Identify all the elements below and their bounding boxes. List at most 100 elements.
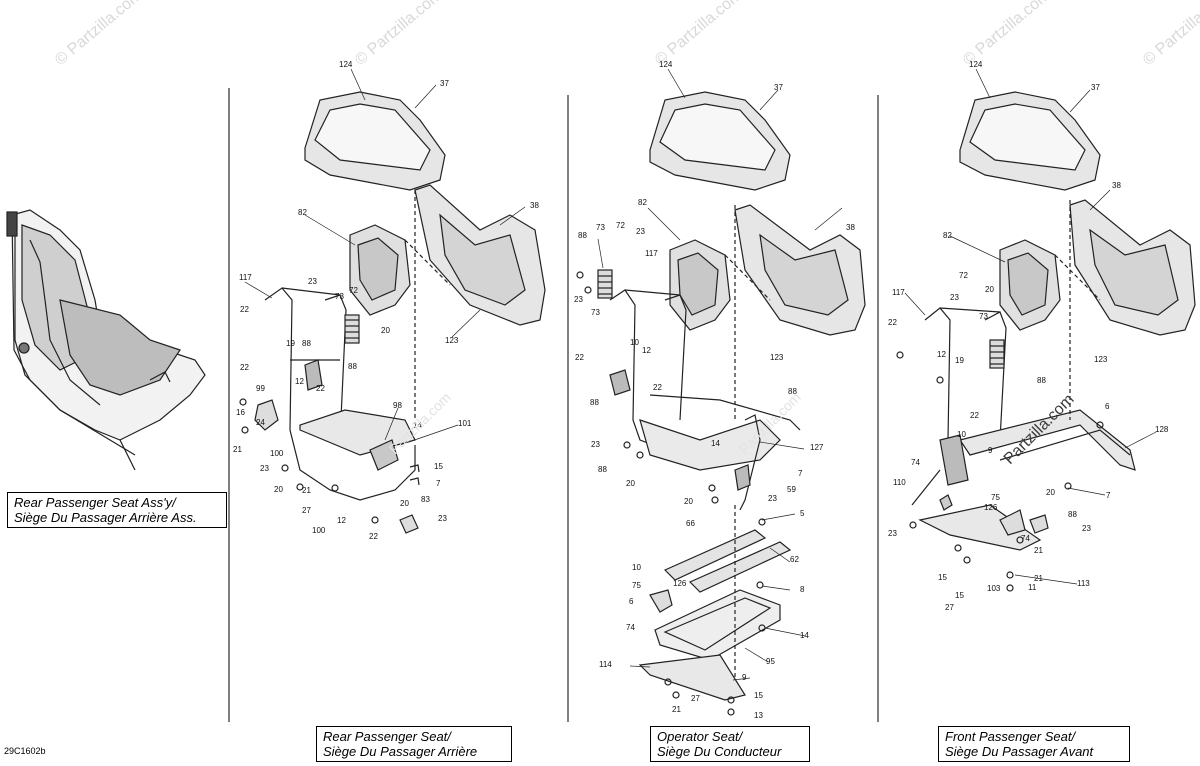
part-number-label: 23 (308, 277, 317, 286)
part-number-label: 74 (1021, 534, 1030, 543)
part-number-label: 23 (438, 514, 447, 523)
part-number-label: 101 (458, 419, 472, 428)
part-number-label: 124 (659, 60, 673, 69)
part-number-label: 74 (911, 458, 920, 467)
part-number-label: 37 (774, 83, 783, 92)
part-number-label: 10 (630, 338, 639, 347)
part-number-label: 11 (1028, 583, 1037, 592)
part-number-label: 7 (798, 469, 803, 478)
part-number-label: 22 (575, 353, 584, 362)
caption-line: Siège Du Passager Avant (945, 744, 1094, 759)
part-number-label: 21 (1034, 546, 1043, 555)
part-number-label: 128 (1155, 425, 1169, 434)
part-number-label: 27 (945, 603, 954, 612)
part-number-label: 15 (434, 462, 443, 471)
part-number-label: 88 (1068, 510, 1077, 519)
part-number-label: 27 (302, 506, 311, 515)
part-number-label: 23 (1082, 524, 1091, 533)
part-number-label: 127 (810, 443, 824, 452)
part-number-label: 22 (653, 383, 662, 392)
part-number-label: 12 (337, 516, 346, 525)
part-number-label: 123 (1094, 355, 1108, 364)
part-number-label: 22 (240, 305, 249, 314)
part-number-label: 59 (787, 485, 796, 494)
part-number-label: 88 (1037, 376, 1046, 385)
part-number-label: 72 (959, 271, 968, 280)
part-number-label: 66 (686, 519, 695, 528)
part-number-label: 9 (742, 673, 747, 682)
part-number-label: 21 (233, 445, 242, 454)
part-number-label: 23 (768, 494, 777, 503)
part-number-label: 126 (673, 579, 687, 588)
part-number-label: 72 (616, 221, 625, 230)
part-number-label: 23 (888, 529, 897, 538)
part-number-label: 22 (316, 384, 325, 393)
part-number-label: 88 (590, 398, 599, 407)
part-number-label: 15 (754, 691, 763, 700)
part-number-label: 20 (684, 497, 693, 506)
rear-seat-exploded (239, 91, 546, 534)
part-number-label: 88 (302, 339, 311, 348)
caption-line: Operator Seat/ (657, 729, 743, 744)
part-number-label: 23 (636, 227, 645, 236)
caption-rear-assembly: Rear Passenger Seat Ass'y/ Siège Du Pass… (7, 492, 227, 528)
part-number-label: 117 (892, 288, 905, 297)
part-number-label: 15 (955, 591, 964, 600)
part-number-label: 88 (348, 362, 357, 371)
part-number-label: 19 (955, 356, 964, 365)
part-number-label: 14 (711, 439, 720, 448)
part-number-label: 124 (339, 60, 353, 69)
part-number-label: 124 (969, 60, 983, 69)
part-number-label: 20 (400, 499, 409, 508)
part-number-label: 123 (445, 336, 459, 345)
part-number-label: 37 (440, 79, 449, 88)
part-number-label: 74 (626, 623, 635, 632)
part-number-label: 8 (800, 585, 805, 594)
part-number-label: 38 (530, 201, 539, 210)
part-number-label: 27 (691, 694, 700, 703)
part-number-label: 20 (985, 285, 994, 294)
part-number-label: 20 (274, 485, 283, 494)
part-number-label: 75 (991, 493, 1000, 502)
rear-seat-assembly-illustration (6, 209, 206, 471)
part-number-label: 5 (800, 509, 805, 518)
part-number-label: 62 (790, 555, 799, 564)
part-number-label: 23 (591, 440, 600, 449)
caption-line: Front Passenger Seat/ (945, 729, 1076, 744)
part-number-label: 38 (846, 223, 855, 232)
part-number-label: 95 (766, 657, 775, 666)
part-number-label: 21 (672, 705, 681, 714)
part-number-label: 37 (1091, 83, 1100, 92)
part-number-label: 15 (938, 573, 947, 582)
part-number-label: 82 (298, 208, 307, 217)
part-number-label: 24 (256, 418, 265, 427)
part-number-label: 113 (1077, 579, 1090, 588)
part-number-label: 12 (937, 350, 946, 359)
part-number-label: 73 (979, 312, 988, 321)
drawing-code: 29C1602b (4, 746, 46, 756)
part-number-label: 12 (642, 346, 651, 355)
part-number-label: 16 (236, 408, 245, 417)
part-number-label: 22 (369, 532, 378, 541)
part-number-label: 117 (239, 273, 252, 282)
part-number-label: 83 (421, 495, 430, 504)
part-number-label: 7 (1106, 491, 1111, 500)
operator-seat-exploded (576, 91, 866, 716)
part-number-label: 73 (335, 292, 344, 301)
part-number-label: 72 (349, 286, 358, 295)
part-number-label: 21 (302, 486, 311, 495)
leader-lines (244, 68, 1157, 681)
part-number-label: 9 (988, 446, 993, 455)
part-number-label: 20 (381, 326, 390, 335)
part-number-label: 103 (987, 584, 1001, 593)
part-number-label: 23 (260, 464, 269, 473)
part-number-label: 98 (393, 401, 402, 410)
part-number-label: 100 (270, 449, 284, 458)
part-number-label: 20 (1046, 488, 1055, 497)
part-number-label: 73 (591, 308, 600, 317)
part-number-label: 21 (1034, 574, 1043, 583)
part-number-label: 82 (638, 198, 647, 207)
